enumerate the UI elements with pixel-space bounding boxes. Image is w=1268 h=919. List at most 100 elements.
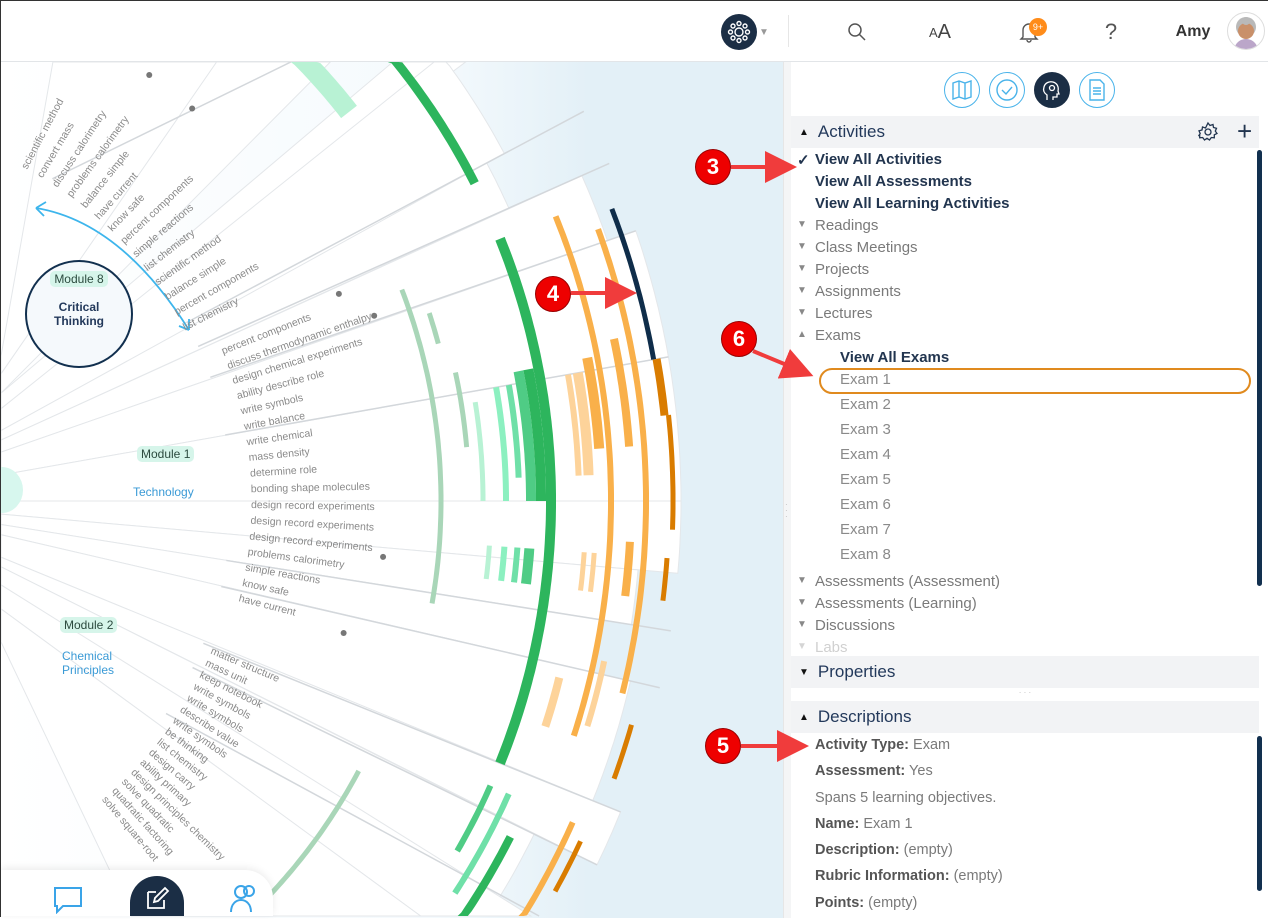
objective-arc xyxy=(483,545,492,580)
category-item[interactable]: ▼Projects xyxy=(797,261,870,278)
view-all-item[interactable]: View All Assessments xyxy=(815,173,973,190)
objective-label[interactable]: determine role xyxy=(250,463,318,479)
wedge-divider xyxy=(226,559,671,632)
panel-resize-handle[interactable]: ··· xyxy=(783,62,791,918)
tab-learning[interactable] xyxy=(1034,72,1070,108)
help-icon[interactable]: ? xyxy=(1104,19,1118,44)
expand-triangle-icon[interactable]: ▼ xyxy=(797,263,807,274)
expand-triangle-icon[interactable]: ▼ xyxy=(797,241,807,252)
wheel-wedge xyxy=(1,534,632,802)
wheel-wedge xyxy=(1,174,609,453)
expand-triangle-icon[interactable]: ▼ xyxy=(797,619,807,630)
activities-header[interactable]: ▲ Activities + xyxy=(791,116,1259,148)
activity-description: Description: (empty) xyxy=(815,842,953,858)
exam-item[interactable]: Exam 1 xyxy=(840,371,891,388)
objective-arc xyxy=(572,372,594,476)
category-item[interactable]: ▼Assessments (Learning) xyxy=(797,595,977,612)
category-item[interactable]: ▼Assessments (Assessment) xyxy=(797,573,1001,590)
gear-icon[interactable] xyxy=(1197,121,1219,148)
exam-item[interactable]: Exam 3 xyxy=(840,421,891,438)
module-8-node[interactable]: Module 8 Critical Thinking xyxy=(25,260,133,368)
module-2-title[interactable]: Chemical Principles xyxy=(62,649,115,677)
exam-item[interactable]: Exam 4 xyxy=(840,446,891,463)
descriptions-header[interactable]: ▲ Descriptions xyxy=(791,701,1259,733)
objective-dot xyxy=(189,105,196,112)
expand-triangle-icon[interactable]: ▼ xyxy=(797,575,807,586)
activities-scrollbar[interactable] xyxy=(1257,150,1262,586)
divider xyxy=(788,15,789,47)
side-handle[interactable] xyxy=(1,467,23,513)
tab-document[interactable] xyxy=(1079,72,1115,108)
collapse-triangle-icon[interactable]: ▲ xyxy=(799,711,809,723)
section-title: Properties xyxy=(817,662,896,681)
category-item[interactable]: ▼Lectures xyxy=(797,305,873,322)
section-resize-handle[interactable]: · · · xyxy=(1018,688,1032,697)
chevron-down-icon[interactable]: ▼ xyxy=(759,26,769,38)
objective-arc xyxy=(610,338,634,447)
avatar[interactable] xyxy=(1227,12,1265,50)
expand-triangle-icon[interactable]: ▼ xyxy=(797,285,807,296)
category-item[interactable]: ▲Exams xyxy=(797,327,861,344)
objective-arc xyxy=(505,384,522,478)
view-all-item[interactable]: View All Learning Activities xyxy=(815,195,1010,212)
expand-triangle-icon[interactable]: ▼ xyxy=(797,641,807,652)
notifications-button[interactable]: 9+ xyxy=(1009,15,1049,49)
category-item[interactable]: ▼Readings xyxy=(797,217,879,234)
exam-item[interactable]: Exam 7 xyxy=(840,521,891,538)
tab-check[interactable] xyxy=(989,72,1025,108)
expand-triangle-icon[interactable]: ▼ xyxy=(797,597,807,608)
view-all-item[interactable]: ✓View All Activities xyxy=(797,151,942,169)
wheel-wedge xyxy=(1,500,682,574)
category-item[interactable]: ▼Assignments xyxy=(797,283,901,300)
view-all-exams[interactable]: View All Exams xyxy=(840,349,950,366)
objective-arc xyxy=(453,821,576,916)
expand-triangle-icon[interactable]: ▼ xyxy=(797,307,807,318)
exam-item[interactable]: Exam 8 xyxy=(840,546,891,563)
users-icon[interactable] xyxy=(229,882,261,919)
range-arrow xyxy=(35,207,190,331)
objective-arc xyxy=(454,784,494,853)
category-item[interactable]: ▼Class Meetings xyxy=(797,239,918,256)
expand-triangle-icon[interactable]: ▼ xyxy=(799,666,809,678)
search-icon[interactable] xyxy=(843,15,871,49)
objective-arc xyxy=(582,356,605,449)
wedge-divider xyxy=(165,712,540,917)
bottom-toolbar xyxy=(1,870,273,916)
wedge-divider xyxy=(225,356,669,436)
descriptions-scrollbar[interactable] xyxy=(1257,736,1262,891)
objective-label[interactable]: bonding shape molecules xyxy=(251,481,370,496)
properties-header[interactable]: ▼ Properties xyxy=(791,656,1259,688)
expand-triangle-icon[interactable]: ▼ xyxy=(797,219,807,230)
wedge-divider xyxy=(52,62,292,180)
collapse-triangle-icon[interactable]: ▲ xyxy=(797,329,807,340)
objective-arc xyxy=(621,541,634,597)
activity-name: Name: Exam 1 xyxy=(815,816,913,832)
tab-map[interactable] xyxy=(944,72,980,108)
app-switcher[interactable]: ▼ xyxy=(715,14,775,50)
user-name[interactable]: Amy xyxy=(1175,23,1211,40)
module-2-badge[interactable]: Module 2 xyxy=(60,617,118,633)
exam-item[interactable]: Exam 6 xyxy=(840,496,891,513)
edit-button[interactable] xyxy=(130,876,184,916)
exam-item[interactable]: Exam 5 xyxy=(840,471,891,488)
objective-arc xyxy=(383,62,479,186)
objective-arc xyxy=(426,312,441,345)
module-1-badge[interactable]: Module 1 xyxy=(137,446,195,462)
chat-icon[interactable] xyxy=(53,886,83,919)
document-icon xyxy=(1089,79,1105,101)
module-1-title[interactable]: Technology xyxy=(133,485,194,499)
category-item[interactable]: ▼Labs xyxy=(797,639,848,656)
category-item[interactable]: ▼Discussions xyxy=(797,617,896,634)
exam-item[interactable]: Exam 2 xyxy=(840,396,891,413)
selected-highlight xyxy=(819,368,1251,394)
objective-arc xyxy=(233,62,357,119)
objective-arc xyxy=(511,547,521,583)
objective-label[interactable]: design record experiments xyxy=(251,499,375,513)
wheel-wedge xyxy=(1,556,622,866)
collapse-triangle-icon[interactable]: ▲ xyxy=(799,126,809,138)
objective-arc xyxy=(611,724,634,780)
add-icon[interactable]: + xyxy=(1237,116,1253,146)
